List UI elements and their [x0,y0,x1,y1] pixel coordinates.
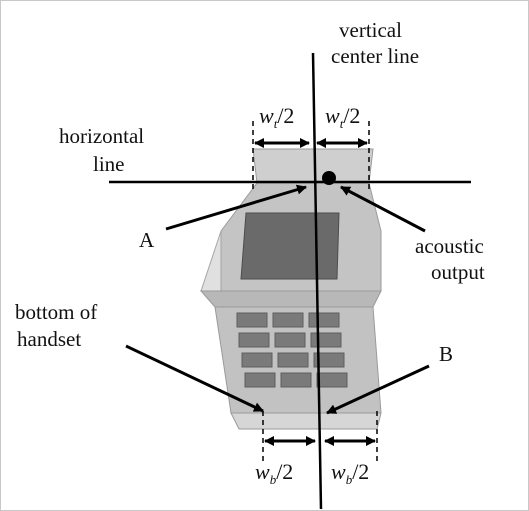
key [272,312,304,328]
vertical-center-line-label-1: vertical [339,18,402,42]
key [238,332,270,348]
top-left-width-label: wt/2 [259,103,294,131]
bottom-right-width-label: wb/2 [331,459,369,487]
bottom-of-handset-label-2: handset [17,327,81,351]
key [316,372,348,388]
key [277,352,309,368]
acoustic-output-dot [322,171,336,185]
point-a-arrow [165,184,307,231]
vertical-center-line [311,52,323,510]
key [310,332,342,348]
key [280,372,312,388]
key [313,352,345,368]
point-b-arrow [326,364,430,415]
key [244,372,276,388]
point-b-label: B [439,342,453,366]
phone-top-face [252,148,374,184]
phone-bottom-face [230,412,382,430]
key [241,352,273,368]
bottom-left-width-label: wb/2 [255,459,293,487]
key [274,332,306,348]
horizontal-line-label-2: line [93,152,125,176]
vertical-center-line-label-2: center line [331,44,419,68]
bottom-of-handset-arrow [125,344,264,413]
top-width-dimension [252,121,370,191]
acoustic-output-label-2: output [431,260,485,284]
phone-display [240,212,340,280]
point-a-label: A [139,228,155,252]
bottom-of-handset-label-1: bottom of [15,300,97,324]
top-right-width-label: wt/2 [325,103,360,131]
bottom-width-dimension [262,411,378,463]
acoustic-output-label-1: acoustic [415,234,484,258]
horizontal-line-label-1: horizontal [59,124,144,148]
key [236,312,268,328]
phone-left-bevel [200,230,222,292]
phone-hinge [199,290,382,308]
acoustic-output-arrow [340,185,426,233]
key [308,312,340,328]
